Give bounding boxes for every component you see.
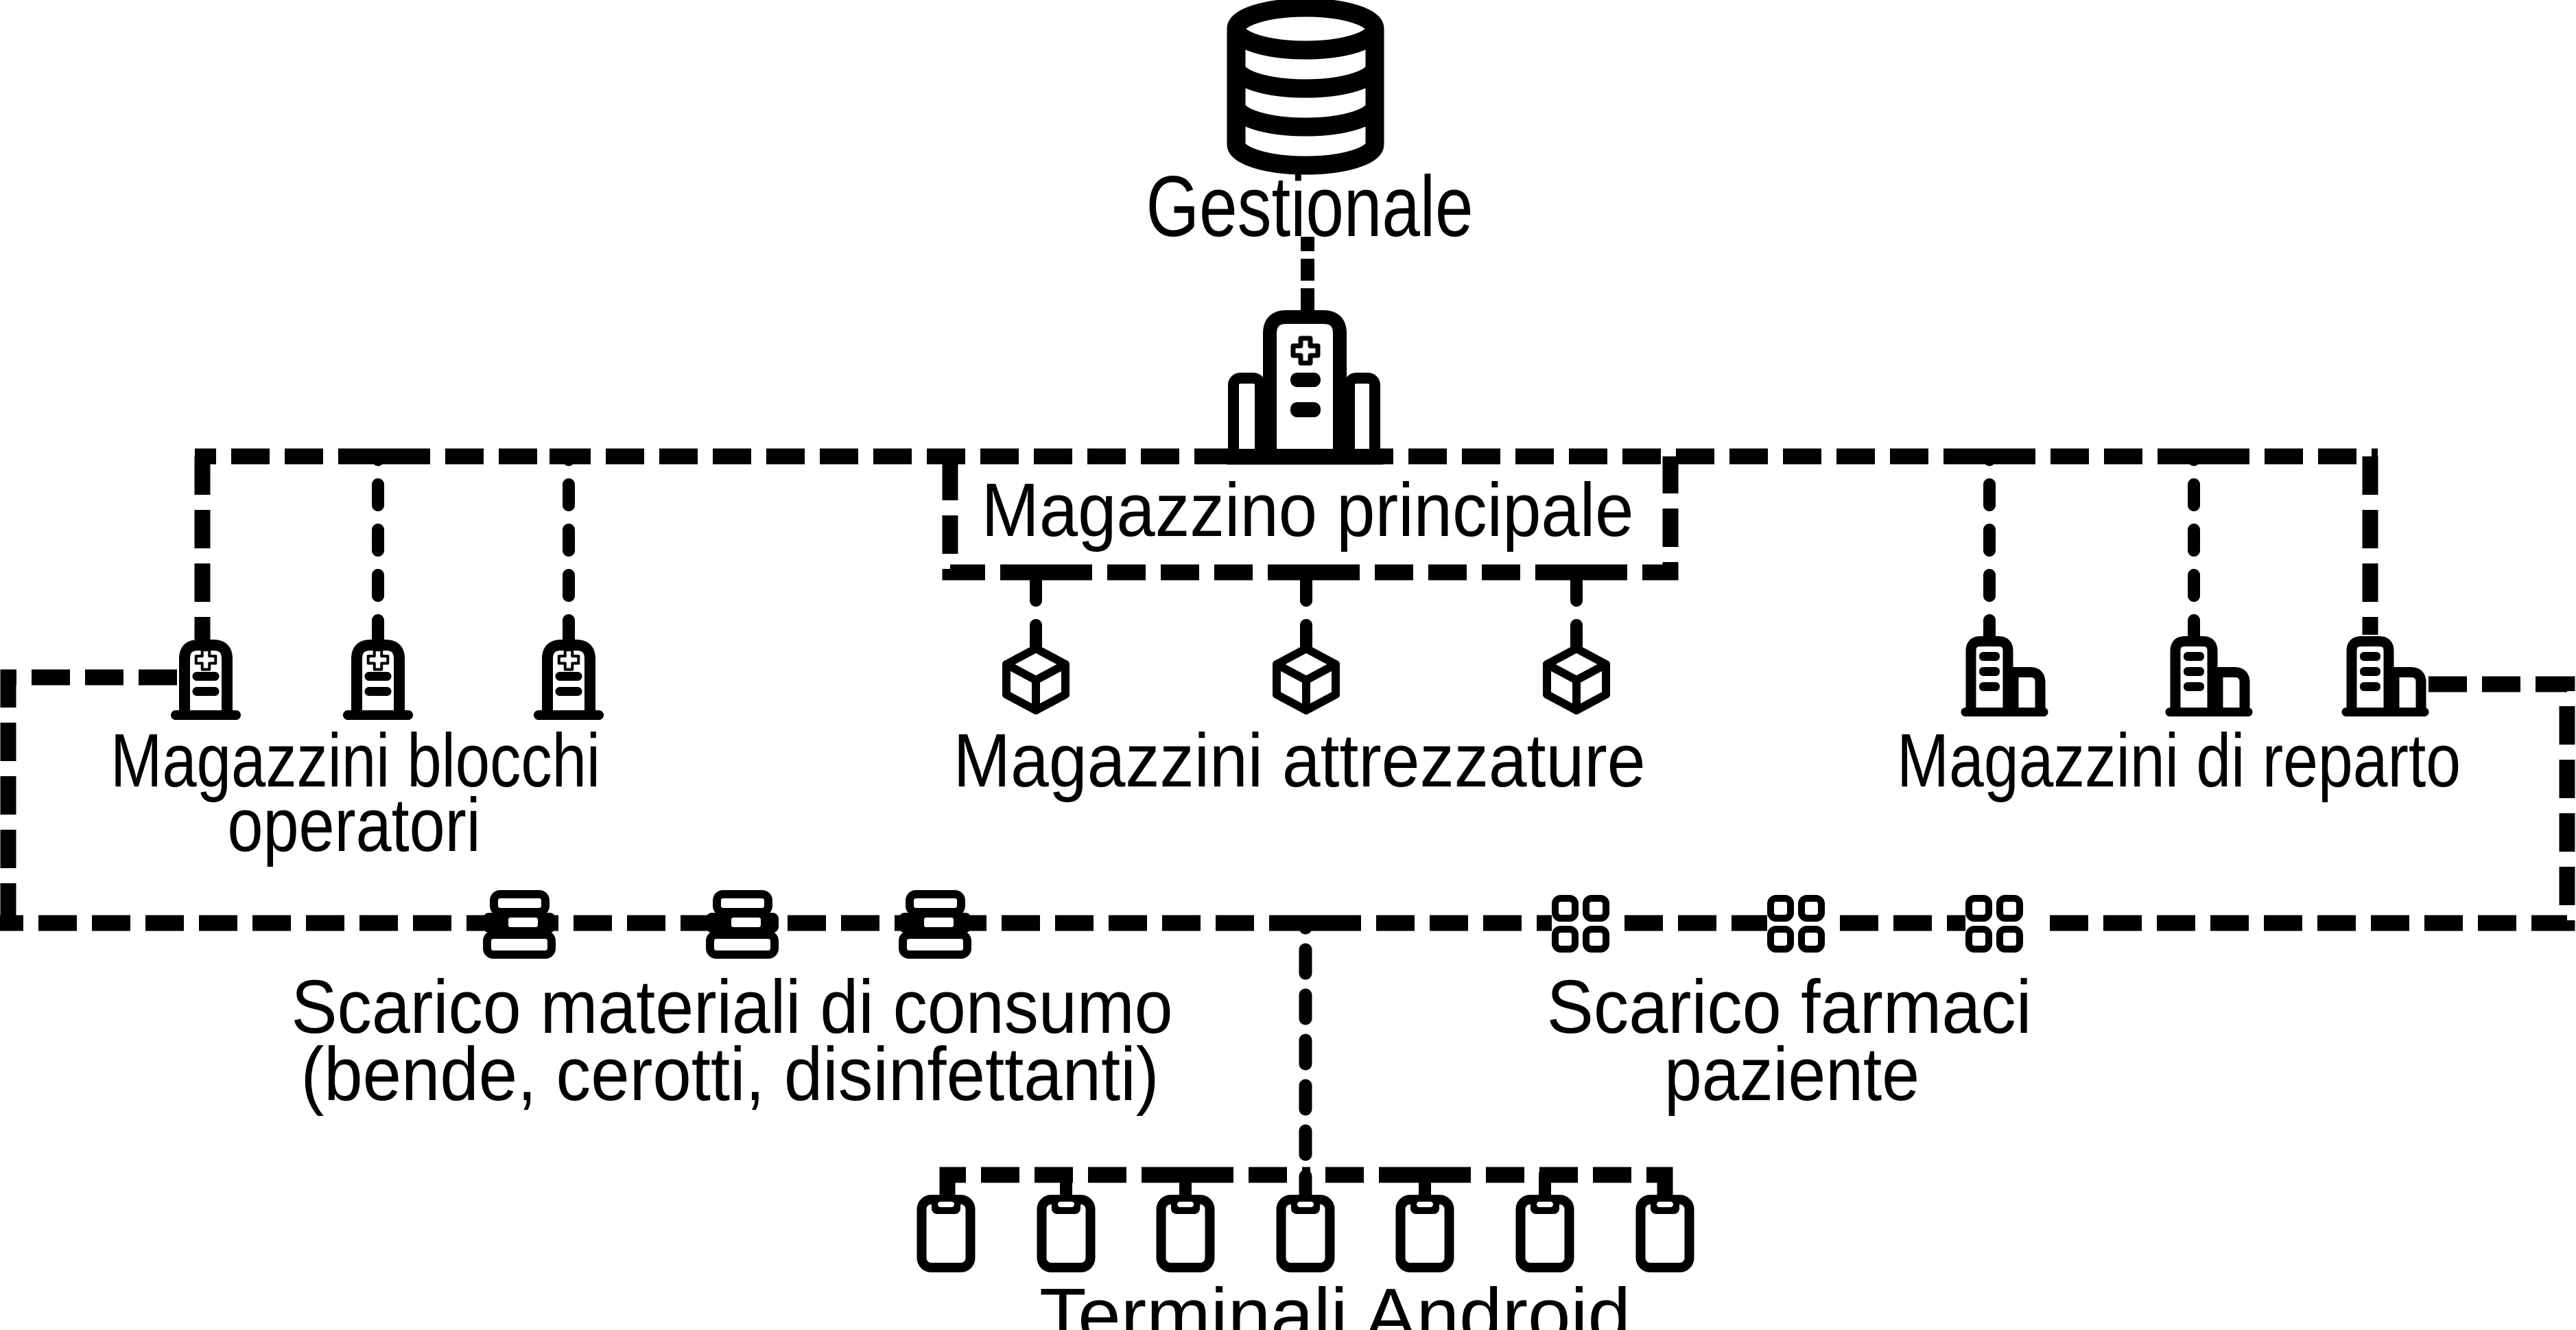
svg-text:Magazzini di reparto: Magazzini di reparto [1897, 719, 2461, 803]
svg-text:Magazzini blocchi: Magazzini blocchi [110, 719, 600, 803]
svg-text:(bende, cerotti, disinfettanti: (bende, cerotti, disinfettanti) [301, 1032, 1159, 1117]
svg-text:paziente: paziente [1664, 1032, 1919, 1117]
svg-text:Magazzini attrezzature: Magazzini attrezzature [954, 719, 1646, 803]
svg-text:Scarico materiali di consumo: Scarico materiali di consumo [292, 965, 1173, 1049]
svg-text:Gestionale: Gestionale [1146, 159, 1474, 255]
svg-text:Scarico farmaci: Scarico farmaci [1547, 965, 2032, 1049]
svg-text:operatori: operatori [228, 783, 481, 867]
svg-text:Magazzino principale: Magazzino principale [982, 468, 1634, 552]
svg-text:Terminali Android: Terminali Android [1039, 1273, 1631, 1330]
